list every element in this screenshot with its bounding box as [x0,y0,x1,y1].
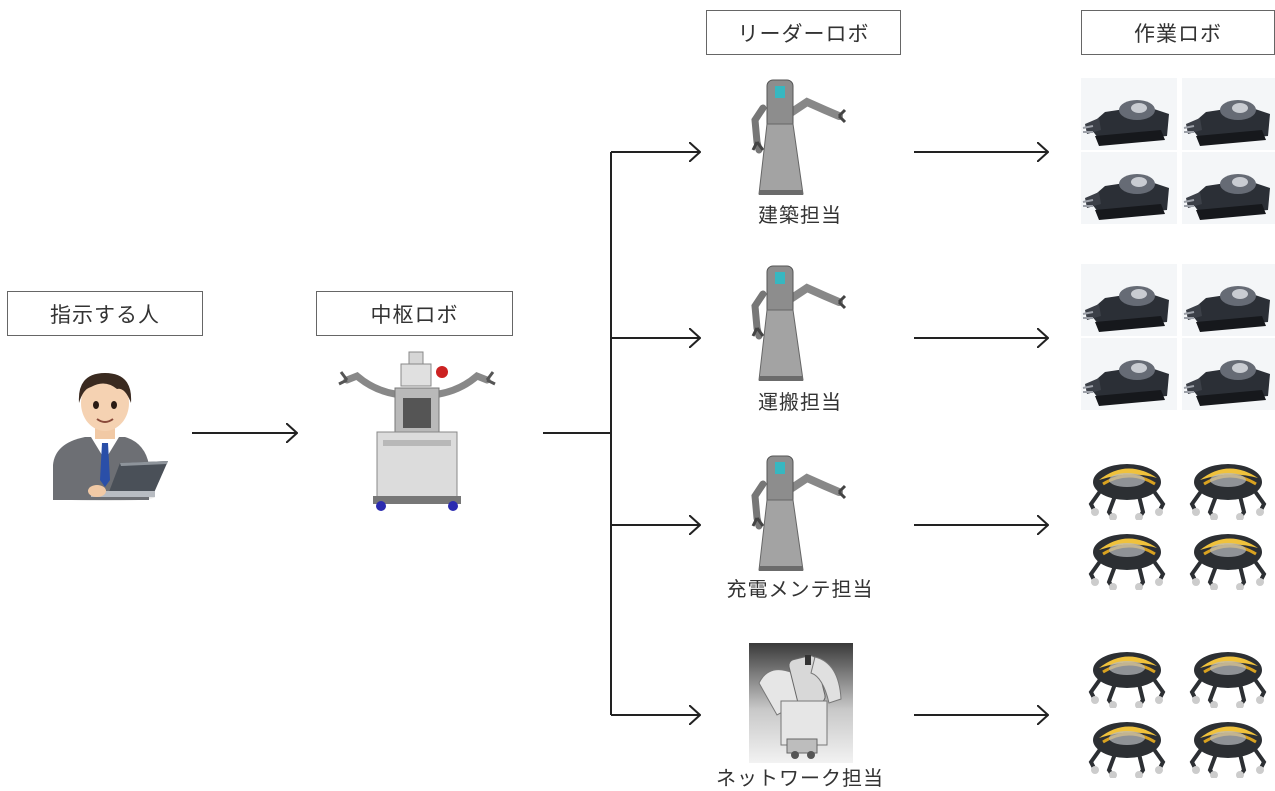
beetle-robot-icon [1085,712,1169,782]
leader-robot-arm-icon [751,455,847,571]
leader-robot-label: リーダーロボ [737,21,870,46]
beetle-robot-icon [1186,712,1270,782]
tracked-robot-icon [1081,338,1177,414]
beetle-robot-icon [1085,524,1169,594]
leader-robot-arm-icon [751,79,847,195]
person-with-laptop-icon [53,373,168,501]
tracked-robot-icon [1081,264,1177,340]
leader-robot-arm-icon [751,265,847,381]
leader-robot-label-box: リーダーロボ [706,10,901,55]
network-robot-icon [749,643,853,763]
beetle-robot-icon [1186,454,1270,524]
tracked-robot-icon [1182,338,1275,414]
tracked-robot-icon [1182,264,1275,340]
beetle-robot-icon [1186,524,1270,594]
central-robot-label: 中枢ロボ [370,302,459,327]
beetle-robot-icon [1085,642,1169,712]
leader-caption: 充電メンテ担当 [726,577,874,601]
leader-caption: 運搬担当 [758,390,842,414]
tracked-robot-icon [1081,152,1177,228]
leader-caption: 建築担当 [758,203,842,227]
instructor-label-box: 指示する人 [7,291,203,336]
tracked-robot-icon [1182,152,1275,228]
tracked-robot-icon [1081,78,1177,154]
tracked-robot-icon [1182,78,1275,154]
leader-caption: ネットワーク担当 [716,766,884,790]
worker-robot-label-box: 作業ロボ [1081,10,1275,55]
central-robot-icon [338,351,496,511]
central-robot-label-box: 中枢ロボ [316,291,513,336]
beetle-robot-icon [1085,454,1169,524]
instructor-label: 指示する人 [50,302,160,327]
beetle-robot-icon [1186,642,1270,712]
worker-robot-label: 作業ロボ [1134,21,1222,46]
